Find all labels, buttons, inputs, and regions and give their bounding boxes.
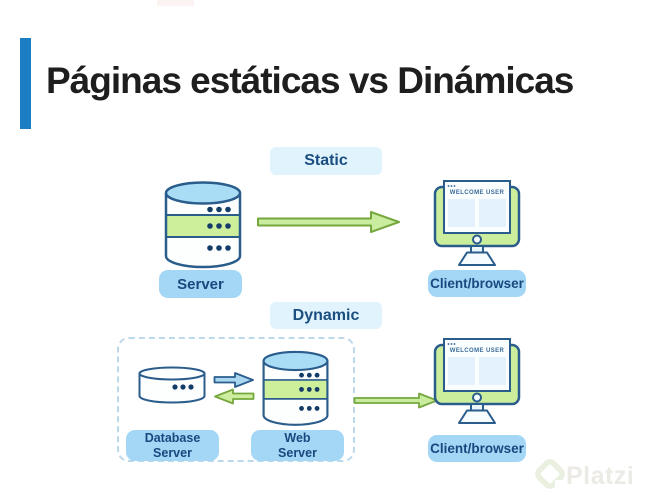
- server-dots-icon: [207, 206, 231, 251]
- static-badge-label: Static: [304, 152, 348, 169]
- dynamic-badge-label: Dynamic: [292, 306, 360, 324]
- welcome-screen-title: WELCOME USER: [450, 190, 505, 196]
- client-label: Client/browser: [430, 276, 524, 291]
- monitor-button-icon: [472, 392, 482, 403]
- client-monitor-icon: WELCOME USER: [433, 180, 521, 266]
- database-dots-icon: [172, 384, 194, 390]
- web-server-label-line2: Server: [278, 445, 317, 460]
- server-icon: [164, 181, 242, 269]
- client-monitor-icon: WELCOME USER: [433, 338, 521, 424]
- window-dots-icon: [447, 343, 456, 345]
- dynamic-flow-arrow-icon: [353, 392, 438, 409]
- exchange-arrows-icon: [213, 372, 255, 405]
- request-arrow-icon: [213, 372, 254, 388]
- database-label-pill: Database Server: [126, 430, 219, 461]
- server-label: Server: [177, 275, 224, 293]
- server-label-pill: Server: [159, 270, 242, 298]
- client-label: Client/browser: [430, 441, 524, 456]
- static-badge: Static: [270, 147, 382, 175]
- platzi-wordmark: Platzi: [566, 462, 635, 490]
- client-label-pill: Client/browser: [428, 435, 526, 462]
- window-dots-icon: [447, 185, 456, 187]
- web-server-dots-icon: [299, 372, 320, 411]
- response-arrow-icon: [214, 388, 255, 405]
- static-flow-arrow-icon: [257, 211, 400, 233]
- top-strip: [157, 0, 194, 6]
- database-label-line1: Database: [144, 431, 201, 446]
- web-server-icon: [262, 350, 329, 426]
- platzi-logo-icon: [535, 459, 566, 489]
- title-accent-bar: [20, 38, 31, 129]
- welcome-screen-title: WELCOME USER: [450, 348, 505, 354]
- web-server-label-line1: Web: [284, 431, 311, 446]
- client-label-pill: Client/browser: [428, 270, 526, 297]
- dynamic-badge: Dynamic: [270, 302, 382, 329]
- monitor-button-icon: [472, 234, 482, 245]
- page-title: Páginas estáticas vs Dinámicas: [46, 60, 574, 101]
- web-server-label-pill: Web Server: [251, 430, 344, 461]
- database-icon: [138, 366, 206, 404]
- database-label-line2: Server: [153, 445, 192, 460]
